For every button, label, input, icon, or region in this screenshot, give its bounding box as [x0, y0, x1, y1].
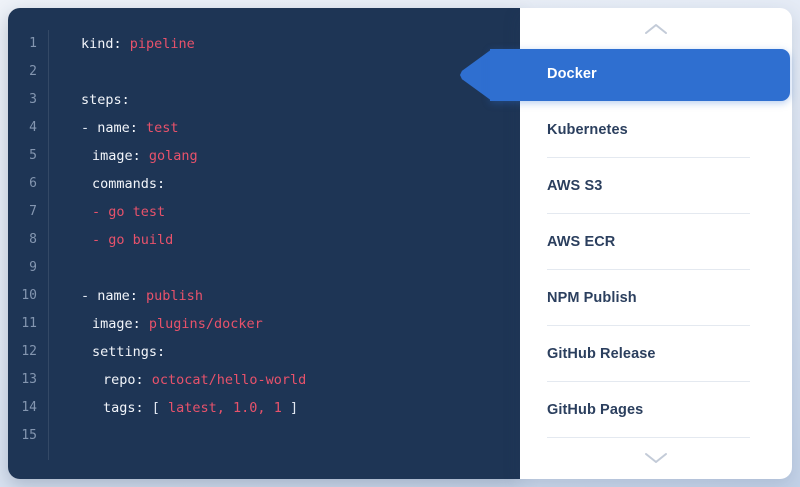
line-number: 12 — [21, 344, 37, 359]
code-token-val: golang — [148, 148, 198, 164]
code-token-key: tags: — [103, 400, 144, 416]
code-token-key: image: — [92, 316, 141, 332]
gutter-divider — [48, 30, 49, 460]
plugin-item-aws-ecr[interactable]: AWS ECR — [520, 214, 792, 270]
code-token-key: kind: — [81, 36, 122, 52]
line-number: 7 — [29, 204, 37, 219]
plugin-item-label: AWS ECR — [547, 234, 616, 250]
line-number: 6 — [29, 176, 37, 191]
plugin-item-aws-s3[interactable]: AWS S3 — [520, 158, 792, 214]
code-token-val: plugins/docker — [148, 316, 263, 332]
line-number: 1 — [29, 36, 37, 51]
plugin-item-github-release[interactable]: GitHub Release — [520, 326, 792, 382]
code-line[interactable]: commands: — [92, 170, 165, 198]
code-token-val: test — [146, 120, 179, 136]
chevron-up-icon — [643, 22, 669, 36]
code-line[interactable]: - name: publish — [81, 282, 203, 310]
line-number: 9 — [29, 260, 37, 275]
code-line[interactable]: - go test — [92, 198, 165, 226]
plugin-item-label: NPM Publish — [547, 290, 637, 306]
code-token-key: steps: — [81, 92, 130, 108]
list-divider — [547, 325, 750, 326]
code-token-val: publish — [146, 288, 203, 304]
chevron-down-icon — [643, 451, 669, 465]
code-line[interactable]: - go build — [92, 226, 173, 254]
code-token-pun — [138, 288, 146, 304]
yaml-code-editor[interactable]: 1 kind: pipeline 2 3 steps: 4 - name: test 5 ima… — [8, 8, 520, 479]
code-token-val: octocat/hello-world — [151, 372, 307, 388]
code-token-val: latest, 1.0, 1 — [168, 400, 282, 416]
code-token-pun: ] — [281, 400, 299, 416]
plugin-item-label: AWS S3 — [547, 178, 603, 194]
code-token-pun — [144, 372, 152, 388]
code-token-key: name: — [97, 288, 138, 304]
plugin-item-npm-publish[interactable]: NPM Publish — [520, 270, 792, 326]
plugin-item-label: GitHub Release — [547, 346, 656, 362]
code-token-pun: - — [81, 288, 98, 304]
code-line[interactable]: tags: [ latest, 1.0, 1 ] — [103, 394, 298, 422]
plugin-item-docker[interactable]: Docker — [460, 46, 792, 102]
code-token-pun — [138, 120, 146, 136]
code-token-val: pipeline — [129, 36, 195, 52]
list-divider — [547, 157, 750, 158]
code-token-pun: - — [81, 120, 98, 136]
code-token-pun: [ — [143, 400, 169, 416]
line-number: 8 — [29, 232, 37, 247]
code-token-key: commands: — [92, 176, 166, 192]
code-line[interactable]: image: golang — [92, 142, 198, 170]
code-token-pun — [141, 148, 149, 164]
list-divider — [547, 213, 750, 214]
code-line[interactable]: image: plugins/docker — [92, 310, 263, 338]
code-token-key: name: — [97, 120, 138, 136]
line-number: 14 — [21, 400, 37, 415]
code-token-key: repo: — [103, 372, 144, 388]
code-line[interactable]: repo: octocat/hello-world — [103, 366, 306, 394]
code-token-key: settings: — [92, 344, 166, 360]
line-number: 10 — [21, 288, 37, 303]
plugin-item-label: GitHub Pages — [547, 402, 644, 418]
line-number: 15 — [21, 428, 37, 443]
line-number: 5 — [29, 148, 37, 163]
scroll-down-button[interactable] — [520, 441, 792, 475]
plugin-item-label: Kubernetes — [547, 122, 628, 138]
code-token-pun — [122, 36, 130, 52]
plugin-item-github-pages[interactable]: GitHub Pages — [520, 382, 792, 438]
code-token-val: - go test — [92, 204, 166, 220]
code-token-key: image: — [92, 148, 141, 164]
code-line[interactable]: kind: pipeline — [81, 30, 195, 58]
line-number: 11 — [21, 316, 37, 331]
plugin-item-label: Docker — [547, 66, 597, 82]
code-line[interactable]: - name: test — [81, 114, 179, 142]
selection-highlight — [490, 49, 790, 101]
list-divider — [547, 381, 750, 382]
code-token-val: - go build — [92, 232, 174, 248]
code-line[interactable]: steps: — [81, 86, 130, 114]
line-number: 13 — [21, 372, 37, 387]
line-number: 3 — [29, 92, 37, 107]
line-number: 2 — [29, 64, 37, 79]
scroll-up-button[interactable] — [520, 12, 792, 46]
plugin-item-kubernetes[interactable]: Kubernetes — [520, 102, 792, 158]
code-token-pun — [141, 316, 149, 332]
list-divider — [547, 437, 750, 438]
code-line[interactable]: settings: — [92, 338, 165, 366]
list-divider — [547, 269, 750, 270]
line-number: 4 — [29, 120, 37, 135]
